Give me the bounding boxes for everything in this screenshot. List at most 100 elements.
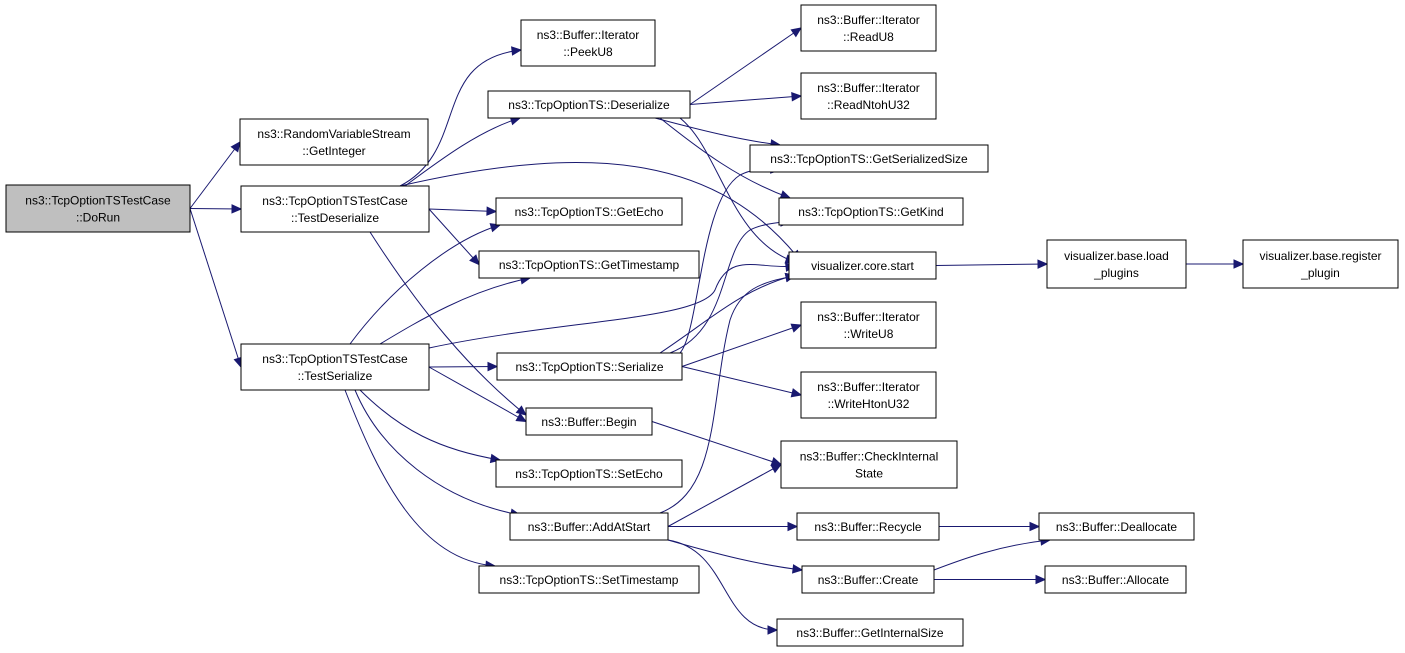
edge-testser-to-setts bbox=[344, 389, 497, 570]
node-ns3-tcpoptionts-getecho[interactable]: ns3::TcpOptionTS::GetEcho bbox=[495, 197, 683, 226]
edge-line bbox=[689, 95, 802, 105]
node-box bbox=[1242, 239, 1399, 289]
edge-arrowhead bbox=[511, 46, 523, 56]
node-ns3-tcpoptionts-setecho[interactable]: ns3::TcpOptionTS::SetEcho bbox=[495, 459, 683, 488]
edge-arrowhead bbox=[787, 521, 799, 532]
node-ns3-buffer-deallocate[interactable]: ns3::Buffer::Deallocate bbox=[1038, 512, 1195, 541]
edge-arrowhead bbox=[790, 27, 803, 38]
edge-line bbox=[659, 117, 791, 199]
node-ns3-tcpoptionts-serialize[interactable]: ns3::TcpOptionTS::Serialize bbox=[496, 352, 683, 381]
edge-line bbox=[654, 117, 781, 146]
node-box bbox=[801, 565, 935, 594]
node-ns3-buffer-create[interactable]: ns3::Buffer::Create bbox=[801, 565, 935, 594]
edge-arrowhead bbox=[770, 463, 783, 474]
node-visualizer-base-register-plugin[interactable]: visualizer.base.register _plugin bbox=[1242, 239, 1399, 289]
node-ns3-tcpoptionts-getkind[interactable]: ns3::TcpOptionTS::GetKind bbox=[778, 197, 964, 226]
edge-addatstart-to-checkstate bbox=[667, 463, 783, 527]
node-label: ns3::Buffer::GetInternalSize bbox=[796, 626, 944, 640]
node-label: ::DoRun bbox=[76, 211, 120, 225]
edge-ser-to-getkind bbox=[669, 217, 792, 354]
node-box bbox=[496, 352, 683, 381]
edge-line bbox=[399, 49, 522, 187]
node-ns3-tcpoptionts-getserializedsize[interactable]: ns3::TcpOptionTS::GetSerializedSize bbox=[749, 144, 989, 173]
edge-arrowhead bbox=[790, 388, 803, 398]
node-box bbox=[1038, 512, 1195, 541]
node-label: ns3::TcpOptionTS::SetEcho bbox=[515, 467, 663, 481]
node-ns3-buffer-iterator-writeu8[interactable]: ns3::Buffer::Iterator::WriteU8 bbox=[800, 301, 937, 349]
node-box bbox=[800, 72, 937, 120]
node-ns3-buffer-iterator-writehtonu32[interactable]: ns3::Buffer::Iterator::WriteHtonU32 bbox=[800, 371, 937, 419]
node-box bbox=[778, 197, 964, 226]
node-label: ::GetInteger bbox=[302, 144, 365, 158]
node-ns3-buffer-allocate[interactable]: ns3::Buffer::Allocate bbox=[1044, 565, 1187, 594]
node-box bbox=[487, 90, 691, 119]
edge-line bbox=[651, 421, 782, 465]
node-box bbox=[495, 459, 683, 488]
node-ns3-buffer-iterator-readu8[interactable]: ns3::Buffer::Iterator::ReadU8 bbox=[800, 4, 937, 52]
edge-line bbox=[399, 162, 801, 261]
node-label: visualizer.base.register bbox=[1259, 249, 1381, 263]
node-box bbox=[240, 343, 430, 391]
node-label: ns3::Buffer::Iterator bbox=[817, 81, 920, 95]
node-box bbox=[780, 440, 958, 489]
node-ns3-buffer-recycle[interactable]: ns3::Buffer::Recycle bbox=[796, 512, 940, 541]
node-ns3-buffer-begin[interactable]: ns3::Buffer::Begin bbox=[525, 407, 653, 436]
node-label: visualizer.base.load bbox=[1064, 249, 1169, 263]
edge-line bbox=[404, 117, 521, 187]
node-ns3-tcpoptiontstestcase-testserialize[interactable]: ns3::TcpOptionTSTestCase::TestSerialize bbox=[240, 343, 430, 391]
node-label: visualizer.core.start bbox=[811, 259, 914, 273]
node-box bbox=[239, 118, 429, 166]
node-ns3-buffer-iterator-readntohu32[interactable]: ns3::Buffer::Iterator::ReadNtohU32 bbox=[800, 72, 937, 120]
node-ns3-randomvariablestream-getinteger[interactable]: ns3::RandomVariableStream::GetInteger bbox=[239, 118, 429, 166]
edge-line bbox=[681, 324, 802, 367]
node-label: ::ReadU8 bbox=[843, 30, 894, 44]
edge-line bbox=[679, 117, 796, 263]
edge-line bbox=[189, 208, 242, 368]
node-ns3-buffer-addatstart[interactable]: ns3::Buffer::AddAtStart bbox=[509, 512, 669, 541]
edge-addatstart-to-getintsize bbox=[667, 539, 779, 635]
node-ns3-buffer-getinternalsize[interactable]: ns3::Buffer::GetInternalSize bbox=[776, 618, 964, 647]
node-label: ns3::Buffer::Iterator bbox=[817, 310, 920, 324]
node-label: ns3::TcpOptionTS::SetTimestamp bbox=[500, 573, 679, 587]
edge-testser-to-ser bbox=[428, 361, 499, 372]
node-ns3-tcpoptionts-settimestamp[interactable]: ns3::TcpOptionTS::SetTimestamp bbox=[478, 565, 700, 594]
node-box bbox=[478, 250, 700, 279]
node-label: _plugin bbox=[1300, 266, 1340, 280]
node-box bbox=[240, 185, 430, 233]
node-ns3-tcpoptiontstestcase-dorun[interactable]: ns3::TcpOptionTSTestCase::DoRun bbox=[5, 184, 191, 233]
edge-line bbox=[428, 366, 527, 422]
edge-line bbox=[659, 274, 796, 354]
edge-line bbox=[659, 275, 796, 514]
edge-arrowhead bbox=[1035, 574, 1047, 585]
node-ns3-tcpoptionts-deserialize[interactable]: ns3::TcpOptionTS::Deserialize bbox=[487, 90, 691, 119]
node-box bbox=[788, 251, 937, 280]
node-box bbox=[495, 197, 683, 226]
edge-arrowhead bbox=[767, 625, 779, 635]
node-visualizer-base-load-plugins[interactable]: visualizer.base.load_plugins bbox=[1046, 239, 1187, 289]
node-label: ::WriteHtonU32 bbox=[828, 397, 910, 411]
node-label: ns3::Buffer::AddAtStart bbox=[528, 520, 651, 534]
node-label: ::TestSerialize bbox=[298, 369, 373, 383]
node-label: ns3::Buffer::Iterator bbox=[817, 380, 920, 394]
edge-vstart-to-loadplugins bbox=[935, 259, 1049, 269]
node-label: ::WriteU8 bbox=[844, 327, 894, 341]
node-label: ns3::TcpOptionTS::GetKind bbox=[798, 205, 943, 219]
edge-deser-to-vstart bbox=[679, 117, 797, 264]
edge-line bbox=[379, 277, 531, 345]
edge-arrowhead bbox=[515, 412, 528, 423]
edge-arrowhead bbox=[515, 405, 527, 416]
node-ns3-tcpoptiontstestcase-testdeserialize[interactable]: ns3::TcpOptionTSTestCase::TestDeserializ… bbox=[240, 185, 430, 233]
node-visualizer-core-start[interactable]: visualizer.core.start bbox=[788, 251, 937, 280]
node-ns3-buffer-iterator-peeku8[interactable]: ns3::Buffer::Iterator::PeekU8 bbox=[520, 19, 656, 67]
edge-arrowhead bbox=[489, 223, 502, 233]
node-box bbox=[520, 19, 656, 67]
node-label: ns3::Buffer::CheckInternal bbox=[800, 450, 939, 464]
edge-line bbox=[428, 208, 497, 212]
edge-line bbox=[344, 389, 496, 567]
node-ns3-tcpoptionts-gettimestamp[interactable]: ns3::TcpOptionTS::GetTimestamp bbox=[478, 250, 700, 279]
edge-arrowhead bbox=[790, 323, 803, 333]
edge-testser-to-addatstart bbox=[354, 389, 522, 518]
edge-dorun-to-testdes bbox=[189, 204, 243, 214]
